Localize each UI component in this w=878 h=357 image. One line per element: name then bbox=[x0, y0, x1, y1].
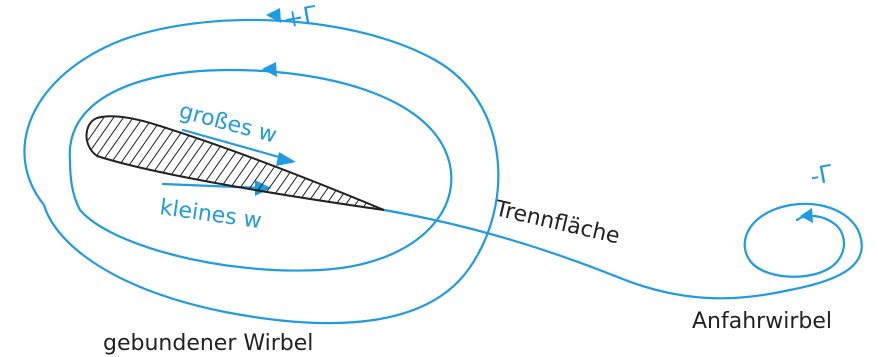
starting-vortex-label: Anfahrwirbel bbox=[692, 309, 832, 334]
circulation-negative-label: -Γ bbox=[808, 159, 835, 191]
airfoil bbox=[85, 115, 385, 211]
bound-vortex-label: gebundener Wirbel bbox=[103, 331, 313, 356]
bound-vortex-inner-loop bbox=[68, 68, 453, 272]
lower-side-label: kleines w bbox=[158, 195, 263, 234]
separation-surface-line bbox=[382, 202, 863, 300]
outer-loop-arrow-icon bbox=[266, 8, 281, 23]
upper-flow-arrow-line bbox=[181, 128, 288, 161]
starting-vortex-arrow-icon bbox=[800, 208, 813, 223]
inner-loop-arrow-icon bbox=[262, 62, 277, 77]
upper-flow-arrowhead-icon bbox=[276, 152, 296, 166]
circulation-positive-label: +Γ bbox=[281, 0, 319, 33]
separation-surface-label: Trennfläche bbox=[492, 196, 622, 249]
bound-vortex-outer-loop bbox=[23, 18, 500, 325]
